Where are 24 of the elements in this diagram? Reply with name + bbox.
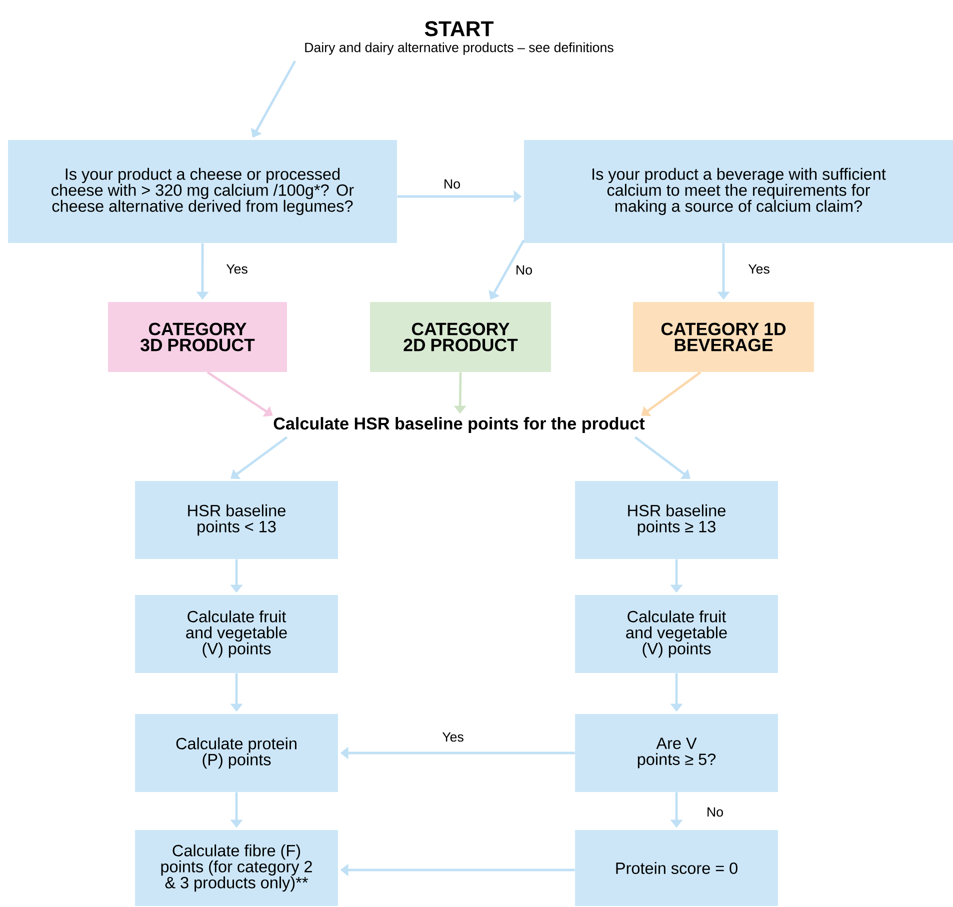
edge-label: Yes: [440, 731, 466, 743]
title-text: START Dairy and dairy alternative products – see definitions: [305, 21, 614, 55]
process-box: HSR baseline points ≥ 13: [575, 481, 778, 559]
process-box: Calculate fruit and vegetable (V) points: [575, 595, 778, 673]
process-box: Protein score = 0: [575, 830, 778, 906]
edge-label: Yes: [746, 263, 772, 275]
arrow: [641, 371, 702, 416]
process-box: Are V points ≥ 5?: [575, 714, 778, 792]
arrow: [230, 436, 288, 480]
category-box: CATEGORY 3D PRODUCT: [108, 302, 287, 372]
process-box: Is your product a beverage with sufficient calcium to meet the requirements for making a source of calcium claim?: [524, 140, 953, 243]
process-box: HSR baseline points < 13: [135, 481, 338, 559]
arrow: [634, 436, 690, 479]
edge-label: Yes: [224, 263, 250, 275]
process-box: Calculate fibre (F) points (for category 2 & 3 products only)**: [135, 830, 338, 906]
edge-label: No: [705, 806, 725, 818]
category-box: CATEGORY 1D BEVERAGE: [633, 302, 814, 372]
step-text: Calculate HSR baseline points for the product: [274, 417, 645, 433]
process-box: Is your product a cheese or processed cheese with > 320 mg calcium /100g*? Or cheese alternative derived from legumes?: [8, 140, 397, 243]
edge-label: No: [514, 264, 534, 276]
process-box: Calculate protein (P) points: [135, 714, 338, 792]
category-box: CATEGORY 2D PRODUCT: [370, 302, 551, 372]
edge-label: No: [442, 178, 462, 190]
process-box: Calculate fruit and vegetable (V) points: [135, 595, 338, 673]
